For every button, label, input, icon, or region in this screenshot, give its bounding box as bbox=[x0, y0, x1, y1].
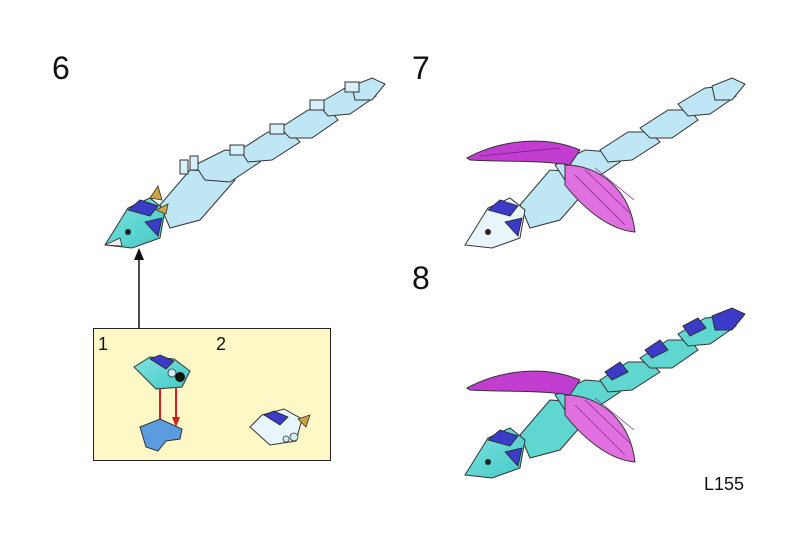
substep-1-head-piece bbox=[134, 355, 190, 389]
step-7-left-wing bbox=[467, 141, 580, 165]
step-8-left-wing bbox=[467, 371, 580, 395]
step-6-eagle-head bbox=[105, 186, 168, 248]
sub-assembly-callout: 1 2 bbox=[93, 328, 331, 461]
callout-pointer-arrow bbox=[134, 248, 144, 328]
callout-illustration bbox=[94, 329, 330, 460]
step-6-model bbox=[105, 78, 385, 248]
step-7-eagle-head bbox=[465, 198, 525, 248]
page-code: L155 bbox=[704, 474, 744, 495]
substep-2-assembled-head bbox=[250, 409, 310, 445]
step-8-model bbox=[465, 308, 745, 478]
step-7-model bbox=[465, 78, 745, 248]
step-8-eagle-head bbox=[465, 428, 525, 478]
step-6-body-segments bbox=[160, 78, 385, 228]
